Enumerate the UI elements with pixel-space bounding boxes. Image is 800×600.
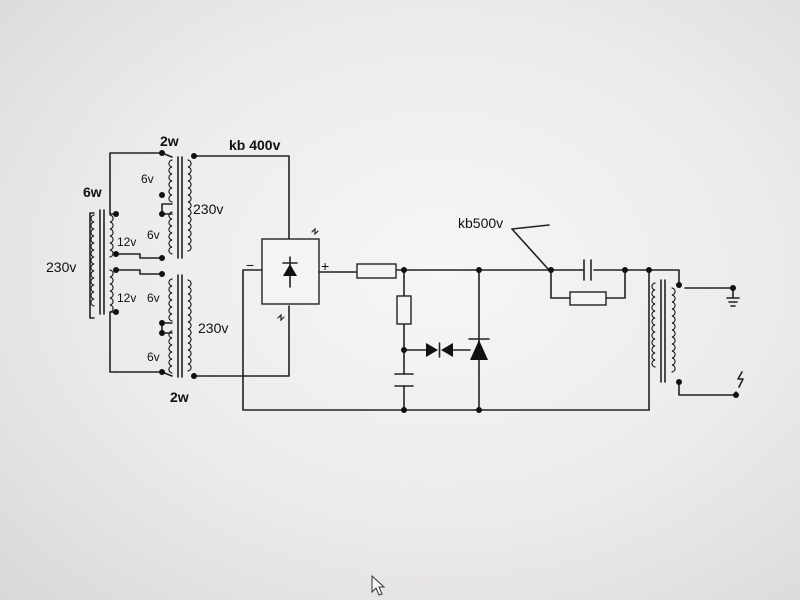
t3-secondary-label: 230v [198, 320, 228, 336]
t2-power-label: 2w [160, 133, 179, 149]
shunt-resistor [396, 295, 412, 325]
diode-icon [283, 264, 297, 276]
series-resistor [356, 263, 397, 279]
t1-power-label: 6w [83, 184, 102, 200]
t2-winding-b-label: 6v [147, 228, 160, 242]
bridge-rectifier [261, 227, 320, 322]
bridge-minus-label: − [246, 257, 254, 273]
ground-icon [726, 287, 740, 307]
t1-secondary-top-label: 12v [117, 235, 136, 249]
spark-gap-icon [735, 371, 744, 396]
bleeder-resistor [569, 291, 607, 306]
diac-icon [426, 342, 453, 358]
bridge-plus-label: + [321, 258, 329, 274]
transformer-t2 [168, 156, 192, 259]
mouse-cursor-icon [371, 574, 386, 596]
capacitor-rating-label: kb500v [458, 215, 503, 231]
junction-dots [113, 150, 739, 413]
output-transformer [651, 279, 676, 383]
bridge-rating-label: kb 400v [229, 137, 281, 153]
transformer-t3 [168, 274, 192, 378]
zener-icon [468, 338, 490, 360]
t3-winding-a-label: 6v [147, 291, 160, 305]
t2-secondary-label: 230v [193, 201, 223, 217]
filter-capacitor [394, 373, 414, 387]
t3-winding-b-label: 6v [147, 350, 160, 364]
series-capacitor [579, 259, 592, 281]
transformer-t1 [90, 209, 114, 315]
t1-secondary-bottom-label: 12v [117, 291, 136, 305]
t3-power-label: 2w [170, 389, 189, 405]
t1-primary-label: 230v [46, 259, 76, 275]
t2-winding-a-label: 6v [141, 172, 154, 186]
